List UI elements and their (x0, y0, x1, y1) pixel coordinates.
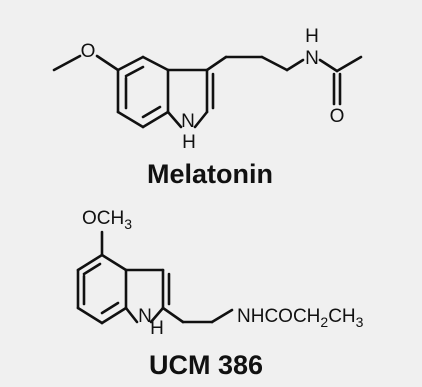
bond (124, 306, 139, 324)
bond (205, 55, 228, 72)
bond (100, 253, 128, 272)
double-bond (82, 262, 102, 276)
bond (116, 55, 145, 72)
methoxy-oxygen-label: O (81, 41, 96, 62)
bond (260, 55, 289, 72)
ring-hydrogen-label: H (182, 132, 196, 153)
bond (285, 58, 305, 72)
melatonin-structure: O N H H N O Melatonin (52, 26, 363, 189)
carbonyl-oxygen-label: O (330, 106, 345, 127)
bond (141, 110, 170, 129)
bond (335, 55, 363, 73)
double-bond (100, 301, 120, 315)
double-bond (141, 105, 162, 119)
bond (318, 58, 339, 73)
ucm386-title: UCM 386 (149, 350, 263, 380)
bond (95, 54, 120, 72)
ring-nitrogen-label: N (181, 111, 195, 132)
methoxy-group-label: OCH3 (82, 208, 132, 232)
double-bond (124, 65, 145, 78)
bond (76, 253, 104, 272)
ring-nitrogen-label: N (138, 306, 152, 327)
amide-nitrogen-label: N (305, 48, 319, 69)
bond (52, 54, 82, 72)
bond (116, 110, 145, 129)
bond (161, 306, 185, 324)
side-chain-label: NHCOCH2CH3 (237, 306, 364, 330)
bond (149, 306, 165, 324)
melatonin-title: Melatonin (147, 159, 273, 189)
bond (100, 306, 128, 325)
bond (76, 306, 104, 325)
ucm386-structure: OCH3 N H NHCOCH2CH3 UCM 386 (76, 208, 364, 380)
bond (193, 110, 209, 129)
amide-hydrogen-label: H (305, 26, 319, 47)
ring-hydrogen-label: H (150, 318, 164, 339)
ucm386-bonds (76, 230, 234, 325)
bond (141, 55, 170, 72)
bond (166, 110, 183, 129)
bond (210, 308, 234, 324)
melatonin-bonds (52, 54, 363, 129)
